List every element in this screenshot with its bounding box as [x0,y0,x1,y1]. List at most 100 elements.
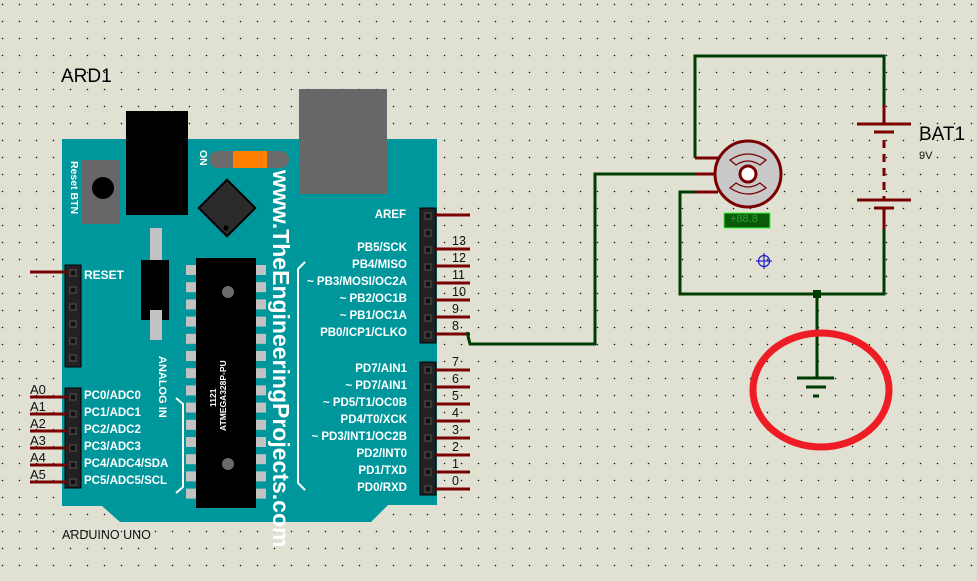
digital-pin-label: PB4/MISO [352,259,407,271]
chip-pins-left [186,265,196,499]
battery-value-label: 9V [919,150,933,162]
usb-connector [299,89,387,194]
header-pad [424,383,432,391]
battery-symbol [857,105,911,229]
chip-pin [186,437,196,447]
reset-header [64,264,82,368]
chip-pin [256,282,266,293]
chip-pin [256,402,266,413]
chip-pin [256,299,266,310]
aref-pin-label: AREF [374,209,406,221]
chip-pin [186,368,196,379]
chip-pin [186,299,196,310]
header-pad [69,393,77,401]
wire-motor-bottom-ground [678,190,886,296]
dc-power-jack [126,111,188,215]
header-pad [424,468,432,476]
wire-pin8-motor [465,172,695,346]
digital-low-header [419,361,437,496]
chip-pin [186,282,196,293]
chip-pins-right [256,265,266,499]
usb-chip [197,178,257,238]
crosshair-icon [756,253,772,269]
analog-pin-label: PC3/ADC3 [84,441,141,453]
digital-pin-label: ~ PD7/AIN1 [345,380,407,392]
analog-pin-number: A4 [30,450,46,465]
digital-pin-number: 7 [452,355,459,369]
header-pad [69,427,77,435]
reset-button-cap [92,177,114,199]
chip-pin [186,385,196,396]
chip-pin [186,471,196,482]
chip-pin [186,265,196,275]
wire-motor-top-battery [693,54,886,158]
header-pad [69,286,77,294]
motor-speed-display: +88.8 [730,213,758,225]
chip-pin [256,437,266,447]
chip-line2: ATMEGA328P-PU [218,360,228,431]
chip-pin [256,471,266,482]
digital-pin-label: ~ PD5/T1/OC0B [322,397,407,409]
header-pad [424,314,432,322]
analog-header [64,387,82,489]
header-pad [69,461,77,469]
chip-pin [256,316,266,327]
chip-pin [256,265,266,275]
header-pad [69,354,77,362]
digital-pin-number: 1 [452,457,459,471]
chip-pin [256,333,266,344]
digital-pin-label: PD0/RXD [357,482,407,494]
chip-pin [186,351,196,361]
header-pad [424,297,432,305]
header-pad [69,478,77,486]
reset-button-label: Reset BTN [68,161,80,215]
chip-pin [186,454,196,465]
digital-high-header [419,207,437,344]
digital-pin-number: 2 [452,440,459,454]
header-pad [424,331,432,339]
digital-pin-label: PD7/AIN1 [355,363,407,375]
junction-dot [813,290,821,298]
header-pad [69,320,77,328]
chip-pin [256,351,266,361]
digital-pin-number: 12 [452,251,466,265]
chip-pin [186,316,196,327]
analog-in-label: ANALOG IN [156,356,168,418]
header-pad [424,229,432,237]
reset-pin-label: RESET [84,268,125,282]
battery-ref-label: BAT1 [919,124,966,145]
header-pad [424,280,432,288]
digital-pin-number: 8 [452,319,459,333]
chip-pin [186,402,196,413]
header-pad [69,337,77,345]
analog-pin-label: PC5/ADC5/SCL [84,475,168,487]
chip-pin [256,385,266,396]
ground-symbol [797,376,834,398]
analog-pin-label: PC1/ADC1 [84,407,141,419]
header-pad [69,303,77,311]
digital-pin-number: 13 [452,234,466,248]
digital-pin-label: ~ PB2/OC1B [339,293,407,305]
chip-line1: 1121 [208,388,218,407]
header-pad [424,451,432,459]
digital-pin-label: PD1/TXD [358,465,407,477]
header-pad [424,434,432,442]
analog-pin-label: PC4/ADC4/SDA [84,458,169,470]
digital-pin-label: ~ PB1/OC1A [339,310,407,322]
arduino-ref-label: ARD1 [61,66,112,87]
chip-pin [186,488,196,499]
digital-pin-label: ~ PD3/INT1/OC2B [311,431,407,443]
digital-pin-number: 3 [452,423,459,437]
digital-pin-label: PB0/ICP1/CLKO [320,327,407,339]
digital-pin-number: 4 [452,406,459,420]
digital-pin-number: 5 [452,389,459,403]
chip-pin [256,368,266,379]
digital-pin-number: 9 [452,302,459,316]
digital-pin-number: 11 [452,268,465,282]
header-pad [69,444,77,452]
highlight-circle [749,329,893,451]
analog-pin-number: A5 [30,467,46,482]
digital-pin-number: 0 [452,474,459,488]
analog-pin-number: A0 [30,382,46,397]
analog-pin-number: A2 [30,416,46,431]
